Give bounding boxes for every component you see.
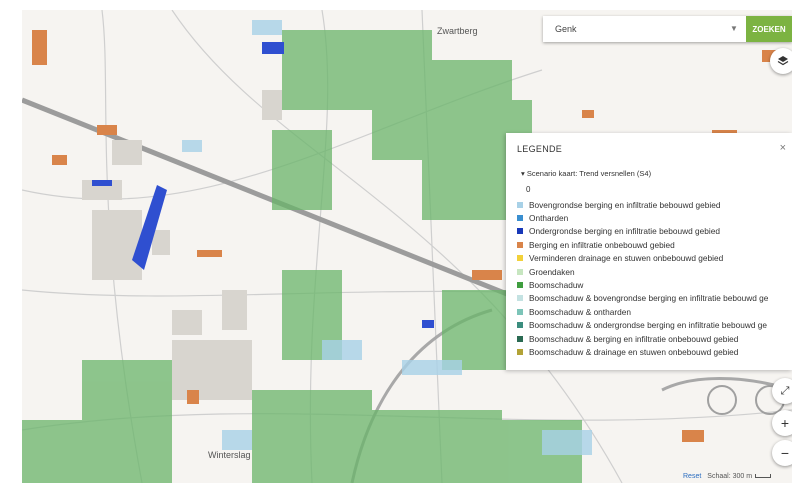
legend-item: Boomschaduw & ontharden — [517, 305, 768, 318]
legend-scenario-toggle[interactable]: ▾ Scenario kaart: Trend versnellen (S4) — [521, 169, 651, 178]
legend-swatch — [517, 241, 523, 248]
place-label-zwartberg: Zwartberg — [437, 26, 478, 36]
layers-button[interactable] — [770, 48, 792, 74]
legend-item: Ontharden — [517, 211, 768, 224]
legend-panel: LEGENDE × ▾ Scenario kaart: Trend versne… — [506, 133, 792, 370]
legend-item-label: Boomschaduw — [529, 280, 584, 291]
legend-swatch — [517, 201, 523, 208]
search-button[interactable]: ZOEKEN — [746, 16, 792, 42]
legend-item: Groendaken — [517, 265, 768, 278]
legend-swatch — [517, 215, 523, 222]
legend-item-label: Groendaken — [529, 266, 575, 277]
legend-item-label: Boomschaduw & drainage en stuwen onbebou… — [529, 346, 739, 357]
legend-swatch — [517, 268, 523, 275]
legend-swatch — [517, 308, 523, 315]
map-footer: Reset Schaal: 300 m — [683, 473, 772, 480]
legend-swatch — [517, 228, 523, 235]
legend-title: LEGENDE — [517, 144, 563, 154]
legend-swatch — [517, 348, 523, 355]
chevron-down-icon: ▾ — [521, 169, 527, 178]
legend-item-label: Boomschaduw & bovengrondse berging en in… — [529, 293, 769, 304]
legend-swatch — [517, 295, 523, 302]
legend-item: Ondergrondse berging en infiltratie bebo… — [517, 225, 768, 238]
legend-item-label: Ontharden — [529, 213, 569, 224]
legend-item-label: Verminderen drainage en stuwen onbebouwd… — [529, 253, 724, 264]
layers-icon — [777, 56, 789, 66]
scale-bar — [755, 474, 772, 478]
legend-scenario-label: Scenario kaart: Trend versnellen (S4) — [526, 169, 652, 178]
zoom-out-button[interactable]: − — [772, 440, 792, 466]
legend-swatch — [517, 335, 523, 342]
dropdown-caret-icon[interactable]: ▼ — [730, 24, 738, 33]
legend-swatch — [517, 255, 523, 262]
legend-item: Boomschaduw & bovengrondse berging en in… — [517, 292, 768, 305]
legend-item: Boomschaduw & drainage en stuwen onbebou… — [517, 345, 768, 358]
legend-item-label: Boomschaduw & ondergrondse berging en in… — [529, 320, 768, 331]
legend-item-label: Boomschaduw & berging en infiltratie onb… — [529, 333, 739, 344]
legend-item: Berging en infiltratie onbebouwd gebied — [517, 238, 768, 251]
legend-item: Boomschaduw & ondergrondse berging en in… — [517, 319, 768, 332]
place-label-winterslag: Winterslag — [208, 450, 251, 460]
expand-icon: ⤢ — [780, 384, 790, 397]
legend-list: Bovengrondse berging en infiltratie bebo… — [517, 198, 768, 359]
legend-item: Boomschaduw & berging en infiltratie onb… — [517, 332, 768, 345]
search-bar: ▼ ZOEKEN — [543, 16, 792, 42]
legend-swatch — [517, 282, 523, 289]
close-icon[interactable]: × — [779, 142, 786, 154]
fullscreen-button[interactable]: ⤢ — [772, 378, 792, 404]
legend-item-label: Ondergrondse berging en infiltratie bebo… — [529, 226, 720, 237]
legend-zero-label: 0 — [526, 185, 531, 194]
legend-item: Verminderen drainage en stuwen onbebouwd… — [517, 252, 768, 265]
search-input[interactable] — [543, 16, 746, 42]
legend-item-label: Berging en infiltratie onbebouwd gebied — [529, 239, 675, 250]
zoom-in-button[interactable]: + — [772, 410, 792, 436]
legend-swatch — [517, 322, 523, 329]
legend-item-label: Bovengrondse berging en infiltratie bebo… — [529, 199, 721, 210]
legend-item: Bovengrondse berging en infiltratie bebo… — [517, 198, 768, 211]
reset-link[interactable]: Reset — [683, 473, 702, 480]
scale-label: Schaal: 300 m — [707, 473, 753, 480]
legend-item: Boomschaduw — [517, 278, 768, 291]
legend-item-label: Boomschaduw & ontharden — [529, 306, 631, 317]
map-layer — [22, 10, 792, 483]
